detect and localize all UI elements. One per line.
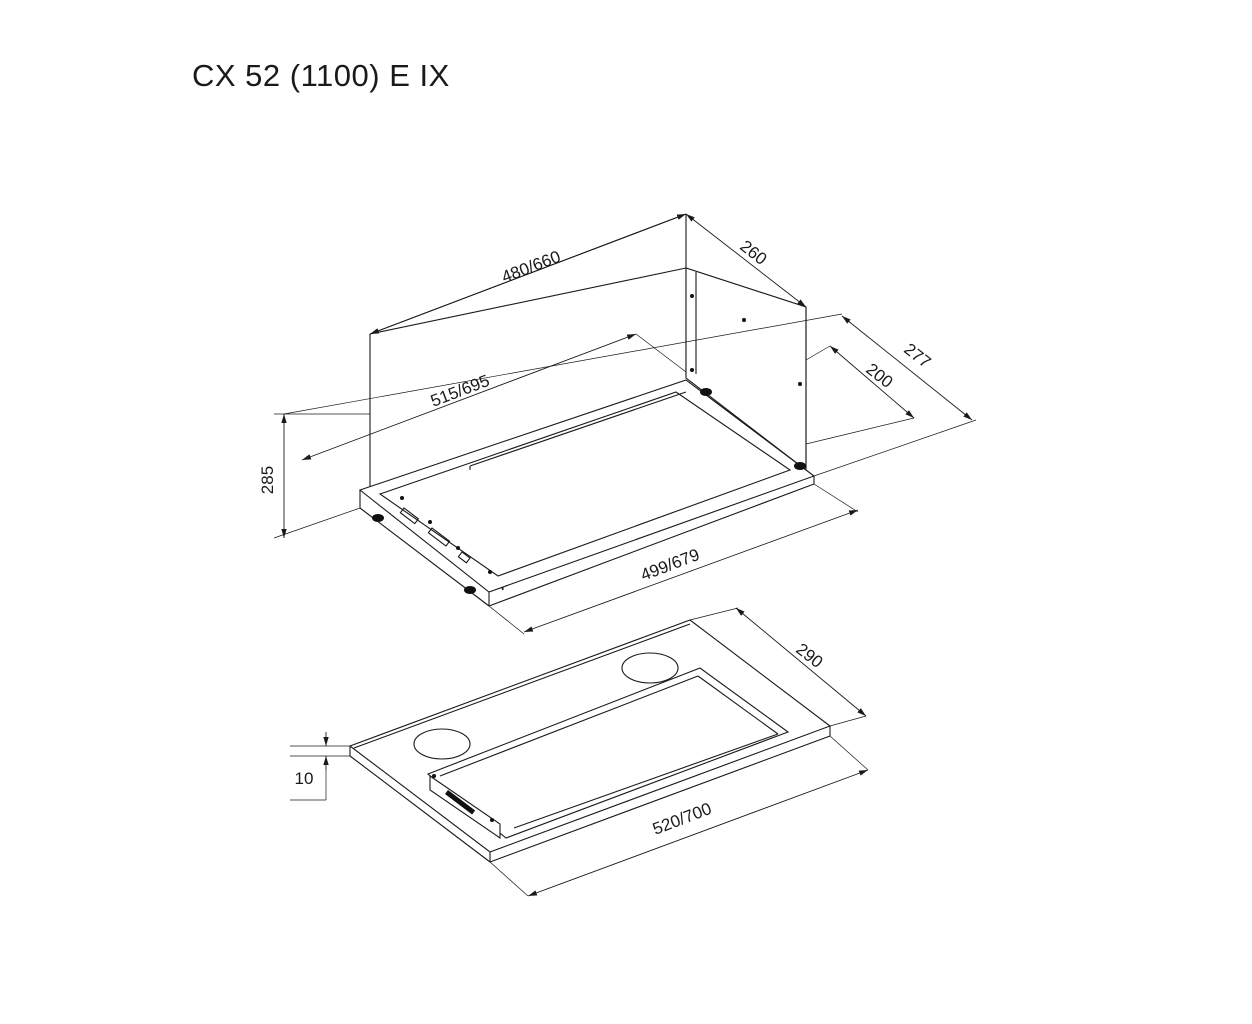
dim-top-width: 480/660: [499, 247, 563, 287]
front-panel: [348, 619, 832, 863]
dimension-lines: [273, 213, 977, 897]
dim-height: 285: [258, 466, 277, 494]
dim-depth-inner: 200: [862, 359, 896, 391]
dim-panel-thickness: 10: [295, 769, 314, 788]
dim-top-depth: 260: [736, 236, 770, 268]
dim-panel-width: 520/700: [650, 799, 714, 839]
dim-panel-depth: 290: [792, 639, 826, 671]
page-title: CX 52 (1100) E IX: [192, 58, 450, 93]
hood-body: [358, 213, 816, 607]
dim-mid-width: 515/695: [428, 371, 492, 411]
